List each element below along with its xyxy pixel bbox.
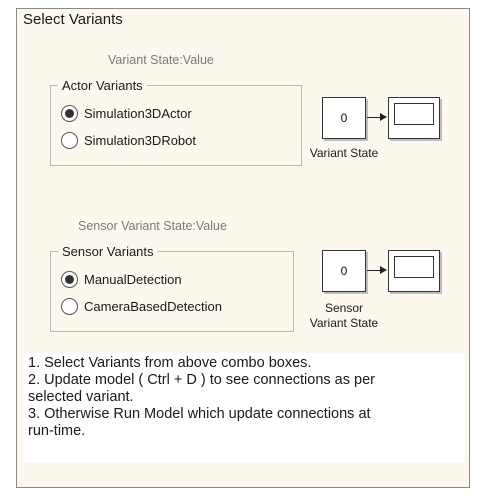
select-variants-panel: Select Variants Variant State:Value Acto… [16, 8, 470, 488]
radio-button-icon[interactable] [61, 298, 78, 315]
note-line: run-time. [28, 423, 86, 439]
scope-block[interactable] [388, 250, 440, 292]
note-line: 3. Otherwise Run Model which update conn… [28, 406, 371, 422]
arrow-icon [380, 266, 387, 274]
constant-value: 0 [340, 111, 348, 125]
radio-simulation3drobot[interactable]: Simulation3DRobot [61, 132, 196, 149]
signal-line [367, 270, 382, 271]
sensor-variants-group: Sensor Variants ManualDetection CameraBa… [50, 244, 294, 332]
radio-camerabaseddetection[interactable]: CameraBasedDetection [61, 298, 222, 315]
radio-label: CameraBasedDetection [84, 299, 223, 314]
variant-state-constant-block[interactable]: 0 [322, 97, 366, 139]
arrow-icon [380, 113, 387, 121]
sensor-variant-state-constant-block[interactable]: 0 [322, 250, 366, 292]
note-line: selected variant. [28, 389, 134, 405]
actor-variant-state-label: Variant State:Value [108, 53, 214, 67]
radio-simulation3dactor[interactable]: Simulation3DActor [61, 105, 192, 122]
radio-label: ManualDetection [84, 272, 182, 287]
constant-value: 0 [340, 264, 348, 278]
signal-line [367, 117, 382, 118]
scope-screen-icon [394, 256, 434, 278]
sensor-variants-legend: Sensor Variants [58, 244, 158, 259]
radio-button-selected-icon[interactable] [61, 271, 78, 288]
note-line: 2. Update model ( Ctrl + D ) to see conn… [28, 372, 375, 388]
instructions-annotation: 1. Select Variants from above combo boxe… [24, 353, 465, 463]
radio-manualdetection[interactable]: ManualDetection [61, 271, 182, 288]
caption-line: Sensor [324, 301, 364, 315]
actor-variants-group: Actor Variants Simulation3DActor Simulat… [50, 78, 302, 166]
note-line: 1. Select Variants from above combo boxe… [28, 355, 312, 371]
radio-label: Simulation3DRobot [84, 133, 197, 148]
caption-line: Variant State [309, 316, 379, 330]
variant-state-caption: Variant State [309, 146, 379, 160]
radio-label: Simulation3DActor [84, 106, 192, 121]
actor-variants-legend: Actor Variants [58, 78, 147, 93]
scope-block[interactable] [388, 97, 440, 139]
scope-screen-icon [394, 103, 434, 125]
sensor-variant-state-caption: Sensor Variant State [304, 301, 384, 331]
panel-title: Select Variants [23, 11, 123, 28]
sensor-variant-state-label: Sensor Variant State:Value [78, 219, 227, 233]
radio-button-icon[interactable] [61, 132, 78, 149]
radio-button-selected-icon[interactable] [61, 105, 78, 122]
